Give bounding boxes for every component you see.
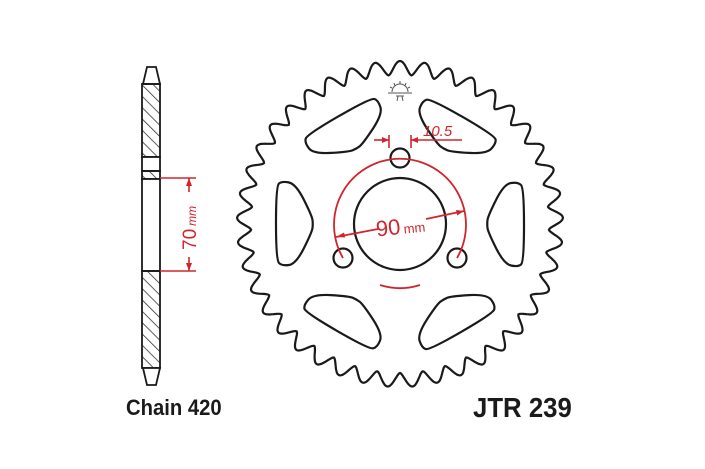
lightening-hole	[486, 181, 526, 268]
rising-sun-logo-icon	[388, 81, 412, 102]
lightening-hole	[304, 97, 382, 155]
side-profile-view	[141, 66, 162, 386]
bolt-hole-label: 10.5	[423, 123, 453, 140]
chain-size-label: Chain 420	[126, 395, 222, 420]
part-number-label: JTR 239	[473, 392, 572, 423]
side-mid-hatch	[141, 170, 161, 180]
lightening-hole	[418, 293, 496, 351]
bolt-hole-top	[389, 147, 411, 169]
lightening-hole	[274, 180, 314, 267]
side-bottom-hatch	[141, 270, 161, 369]
hub-thickness-dimension	[160, 177, 196, 272]
hub-thickness-label: 70mm	[180, 206, 201, 250]
side-hub	[141, 178, 161, 272]
bolt-hole-dimension	[374, 135, 462, 148]
bolt-hole-left	[332, 247, 354, 269]
side-top-hatch	[141, 83, 161, 158]
side-gap-top	[141, 156, 161, 172]
sprocket-front-view	[235, 59, 565, 388]
lightening-hole	[303, 293, 382, 350]
pcd-dimension	[333, 157, 467, 289]
center-hole	[352, 176, 448, 272]
side-bottom-tooth	[141, 367, 162, 386]
lightening-holes	[274, 97, 526, 351]
pcd-label: 90mm	[375, 211, 427, 241]
side-top-tooth	[141, 66, 162, 85]
sprocket-teeth-outline	[235, 59, 565, 388]
bolt-hole-right	[446, 247, 468, 269]
